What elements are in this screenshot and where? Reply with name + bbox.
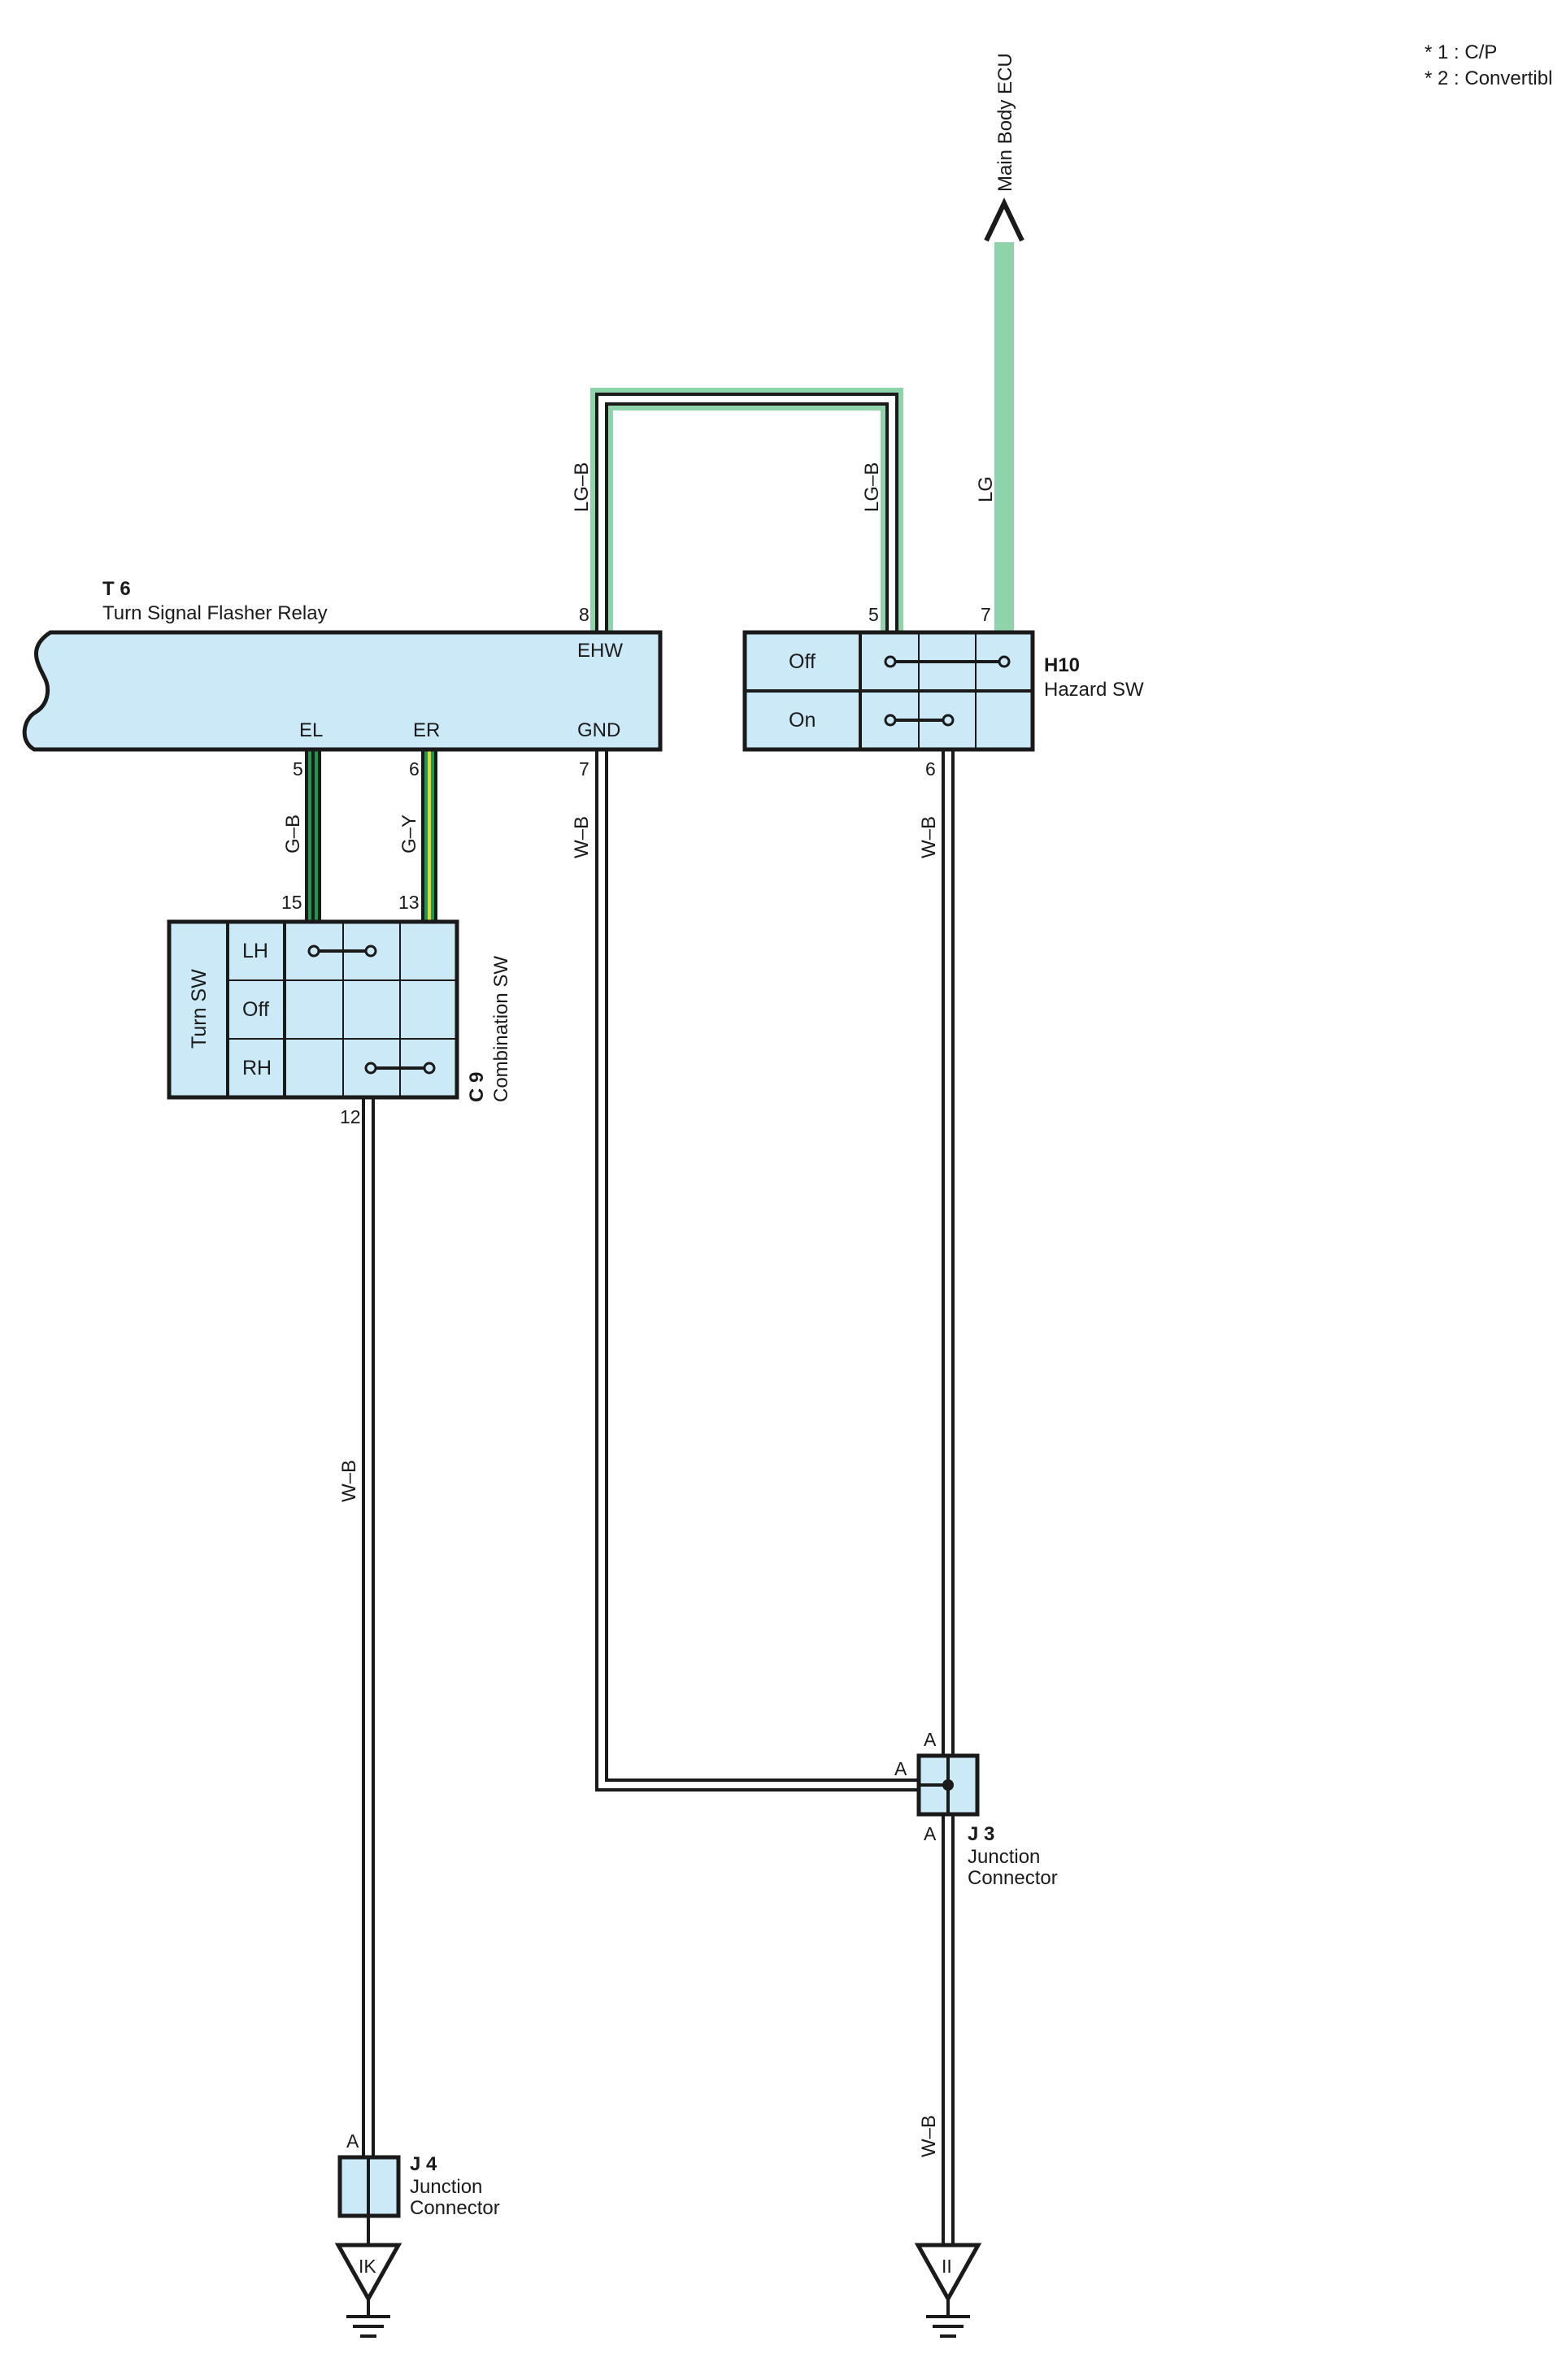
gy-wire — [421, 749, 437, 922]
ground-ik-label: IK — [359, 2256, 376, 2277]
t6-relay-box — [22, 630, 663, 752]
lgb-wire — [590, 388, 903, 631]
t6-term-ehw: EHW — [577, 640, 623, 662]
t6-code: T 6 — [102, 578, 131, 600]
pin-c9-12: 12 — [340, 1106, 361, 1127]
j3-code: J 3 — [968, 1823, 994, 1845]
pin-c9-13: 13 — [398, 892, 420, 913]
c9-name: Combination SW — [490, 956, 512, 1102]
wire-label-gy: G–Y — [398, 814, 420, 853]
j4-name-1: Junction — [410, 2176, 482, 2198]
j3-name-2: Connector — [968, 1867, 1058, 1889]
note-1: * 1 : C/P — [1425, 41, 1497, 63]
pin-h10-6: 6 — [925, 758, 936, 780]
note-2: * 2 : Convertibl — [1425, 67, 1552, 89]
pin-h10-7: 7 — [981, 604, 991, 625]
pin-t6-8: 8 — [579, 604, 589, 625]
ground-ii-symbol — [914, 2243, 982, 2338]
c9-pos-lh: LH — [242, 940, 268, 962]
wire-label-wb-j3: W–B — [918, 2115, 940, 2157]
wire-label-gb: G–B — [282, 814, 304, 853]
j4-name-2: Connector — [410, 2197, 500, 2219]
pin-t6-7: 7 — [579, 758, 589, 780]
pin-t6-5: 5 — [293, 758, 303, 780]
h10-pos-off: Off — [789, 650, 816, 673]
h10-hazard-switch — [742, 630, 1035, 752]
j3-pin-left: A — [894, 1758, 907, 1779]
ground-ii-label: II — [942, 2256, 952, 2277]
wire-label-lg: LG — [975, 476, 997, 502]
j4-code: J 4 — [410, 2153, 437, 2175]
wire-label-lgb-left: LG–B — [571, 463, 593, 512]
j3-name-1: Junction — [968, 1846, 1040, 1868]
j4-junction-connector — [337, 2155, 401, 2243]
pin-t6-6: 6 — [409, 758, 420, 780]
t6-name: Turn Signal Flasher Relay — [102, 602, 328, 624]
c9-combination-switch — [167, 919, 459, 1100]
wire-label-wb-h10: W–B — [918, 816, 940, 858]
j3-pin-bottom: A — [924, 1823, 937, 1844]
h10-code: H10 — [1044, 654, 1080, 676]
lg-wire-main-body-ecu — [984, 198, 1024, 631]
wb-wire-gnd — [595, 749, 919, 1792]
h10-pos-on: On — [789, 709, 816, 732]
ground-ik-symbol — [334, 2243, 402, 2338]
c9-pos-off: Off — [242, 998, 269, 1021]
main-body-ecu-label: Main Body ECU — [994, 53, 1016, 192]
h10-name: Hazard SW — [1044, 679, 1144, 701]
wire-label-wb-gnd: W–B — [571, 816, 593, 858]
c9-pos-rh: RH — [242, 1057, 272, 1079]
wire-label-wb-c9: W–B — [338, 1460, 360, 1502]
j4-pin: A — [346, 2130, 359, 2152]
pin-c9-15: 15 — [281, 892, 302, 913]
pin-h10-5: 5 — [868, 604, 879, 625]
c9-code: C 9 — [466, 1072, 488, 1102]
t6-term-el: EL — [299, 719, 323, 741]
j3-junction-connector — [916, 1753, 980, 1817]
t6-term-gnd: GND — [577, 719, 620, 741]
gb-wire — [305, 749, 321, 922]
c9-switch-name: Turn SW — [188, 969, 211, 1049]
wire-label-lgb-right: LG–B — [861, 463, 883, 512]
j3-pin-top: A — [924, 1729, 937, 1750]
t6-term-er: ER — [413, 719, 440, 741]
